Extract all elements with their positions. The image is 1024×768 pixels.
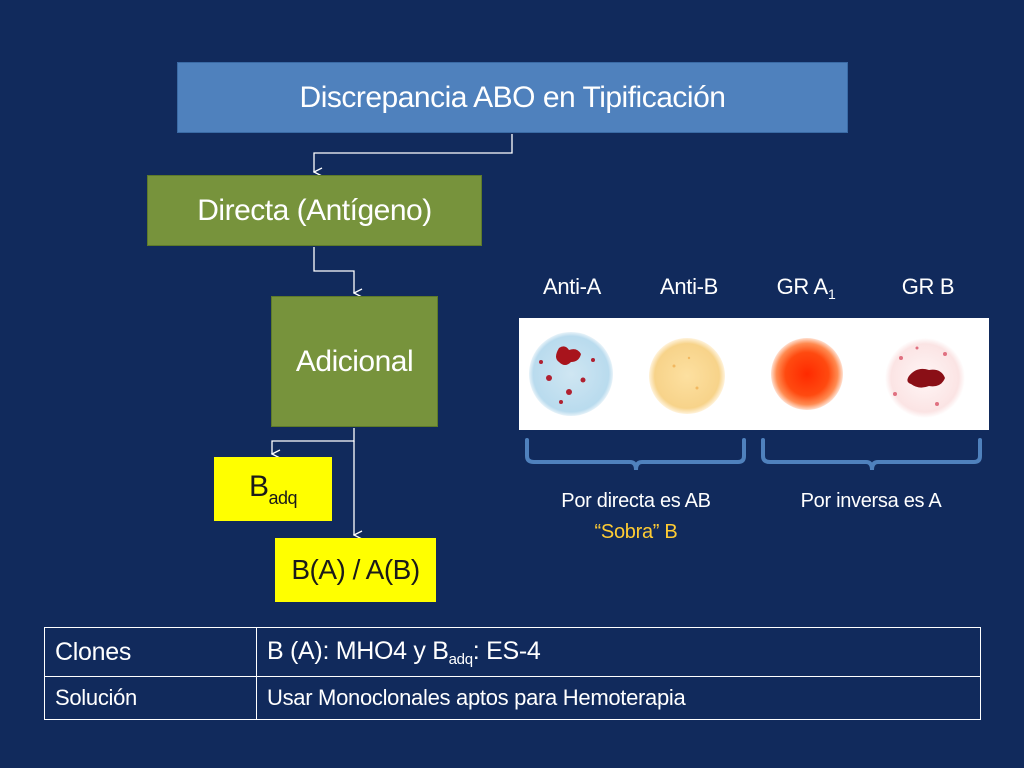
- bracket-directa: [525, 438, 746, 471]
- directa-box: Directa (Antígeno): [147, 175, 482, 246]
- ba-box: B(A) / A(B): [275, 538, 436, 602]
- table-cell-label: Solución: [44, 676, 257, 720]
- ba-text: B(A) / A(B): [291, 554, 420, 585]
- label-gr-b: GR B: [901, 274, 955, 299]
- well-anti-a: [529, 332, 613, 416]
- label-anti-b: Anti-B: [659, 274, 719, 299]
- caption-sobra: “Sobra” B: [594, 521, 678, 543]
- arrow-directa-to-adicional: [313, 247, 354, 293]
- title-text: Discrepancia ABO en Tipificación: [299, 80, 726, 114]
- info-table: Clones B (A): MHO4 y Badq: ES-4 Solución…: [44, 627, 981, 720]
- arrow-adicional-to-badq: [272, 428, 355, 454]
- table-cell-value: B (A): MHO4 y Badq: ES-4: [256, 627, 981, 677]
- caption-inversa: Por inversa es A: [800, 490, 942, 512]
- caption-directa: Por directa es AB: [561, 490, 711, 512]
- label-anti-a: Anti-A: [542, 274, 602, 299]
- badq-box: Badq: [214, 457, 332, 521]
- label-gr-a1: GR A1: [776, 274, 836, 302]
- table-cell-label: Clones: [44, 627, 257, 677]
- arrow-title-to-directa: [314, 134, 513, 172]
- title-box: Discrepancia ABO en Tipificación: [177, 62, 848, 133]
- table-row: Clones B (A): MHO4 y Badq: ES-4: [44, 627, 981, 677]
- directa-text: Directa (Antígeno): [197, 193, 432, 227]
- well-gr-b: [885, 338, 965, 418]
- table-cell-value: Usar Monoclonales aptos para Hemoterapia: [256, 676, 981, 720]
- badq-text: Badq: [248, 469, 298, 508]
- adicional-box: Adicional: [271, 296, 438, 427]
- well-gr-a1: [771, 338, 843, 410]
- wells-graphic: [529, 332, 965, 418]
- agglutination-wells-image: [519, 318, 989, 430]
- well-anti-b: [649, 338, 725, 414]
- table-row: Solución Usar Monoclonales aptos para He…: [44, 676, 981, 720]
- adicional-text: Adicional: [295, 344, 414, 378]
- bracket-inversa: [761, 438, 982, 471]
